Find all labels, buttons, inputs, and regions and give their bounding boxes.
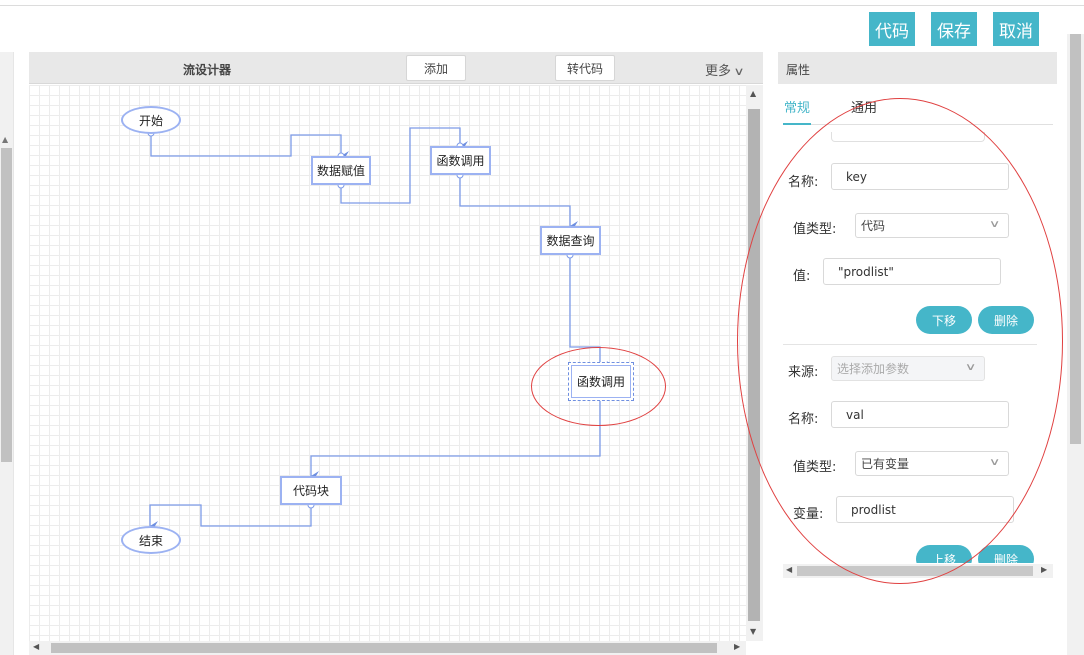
properties-panel: 属性 常规 通用 名称: key 值类型: 代码 ∨ 值: "prodlist"… (778, 52, 1057, 655)
node-assign[interactable]: 数据赋值 (311, 156, 371, 185)
designer-header: 流设计器 添加 转代码 更多∨ (29, 52, 763, 84)
source-placeholder: 选择添加参数 (837, 362, 910, 376)
scrollbar-thumb[interactable] (797, 566, 1033, 576)
value-type-select[interactable]: 代码 ∨ (855, 213, 1009, 238)
properties-horizontal-scrollbar[interactable]: ◀ ▶ (783, 564, 1053, 578)
name-label: 名称: (788, 175, 819, 190)
connector-start-assign (150, 133, 349, 161)
previous-field-edge (831, 132, 985, 142)
scroll-left-arrow-icon[interactable]: ◀ (786, 565, 793, 574)
scroll-right-arrow-icon[interactable]: ▶ (734, 642, 741, 651)
connector-assign-func1 (340, 127, 468, 204)
scroll-left-arrow-icon[interactable]: ◀ (33, 642, 40, 651)
chevron-down-icon: ∨ (733, 65, 745, 78)
flow-designer: 流设计器 添加 转代码 更多∨ (29, 52, 763, 655)
canvas-vertical-scrollbar[interactable]: ▲ ▼ (746, 85, 763, 641)
variable-input[interactable]: prodlist (836, 496, 1014, 523)
code-button[interactable]: 代码 (869, 12, 915, 46)
properties-title: 属性 (786, 63, 811, 77)
scroll-down-arrow-icon[interactable]: ▼ (750, 627, 757, 636)
chevron-down-icon: ∨ (988, 457, 1001, 468)
move-down-button[interactable]: 下移 (916, 306, 972, 334)
name-input[interactable]: key (831, 163, 1009, 190)
value-input[interactable]: "prodlist" (823, 258, 1001, 285)
scrollbar-thumb[interactable] (1, 148, 12, 462)
delete-button[interactable]: 删除 (978, 306, 1034, 334)
scroll-up-arrow-icon[interactable]: ▲ (750, 89, 757, 98)
node-query[interactable]: 数据查询 (540, 226, 601, 255)
value-type-select[interactable]: 已有变量 ∨ (855, 451, 1009, 476)
left-panel-scrollbar[interactable]: ▲ (0, 52, 14, 655)
top-divider (0, 5, 1084, 6)
page-vertical-scrollbar[interactable] (1067, 34, 1084, 655)
node-func-call-2-selected[interactable]: 函数调用 (568, 362, 634, 401)
connector-func2-codeblock (310, 397, 601, 481)
scroll-up-arrow-icon[interactable]: ▲ (2, 135, 9, 144)
flow-canvas[interactable]: 开始 数据赋值 函数调用 数据查询 函数调用 代码块 结束 (29, 85, 746, 641)
value-type-label: 值类型: (793, 222, 837, 237)
delete-button[interactable]: 删除 (978, 545, 1034, 563)
source-select[interactable]: 选择添加参数 ∨ (831, 356, 985, 381)
properties-header: 属性 (778, 52, 1057, 84)
value-type-label: 值类型: (793, 460, 837, 475)
chevron-down-icon: ∨ (964, 362, 977, 373)
scroll-right-arrow-icon[interactable]: ▶ (1041, 565, 1048, 574)
name-label: 名称: (788, 412, 819, 427)
node-end[interactable]: 结束 (121, 526, 181, 554)
scrollbar-thumb[interactable] (51, 643, 717, 653)
chevron-down-icon: ∨ (988, 219, 1001, 230)
more-label: 更多 (705, 64, 732, 79)
clipped-buttons-row: 上移 删除 (778, 542, 1057, 563)
tab-common[interactable]: 通用 (851, 101, 878, 116)
name-input[interactable]: val (831, 401, 1009, 428)
connector-func1-query (459, 175, 578, 231)
value-type-selected: 已有变量 (861, 457, 910, 471)
more-menu[interactable]: 更多∨ (705, 60, 745, 79)
item-divider (783, 344, 1037, 345)
move-up-button[interactable]: 上移 (916, 545, 972, 563)
source-label: 来源: (788, 365, 819, 380)
node-code-block[interactable]: 代码块 (280, 476, 342, 505)
value-label: 值: (793, 269, 811, 284)
scrollbar-thumb[interactable] (1070, 34, 1081, 444)
node-func-call-1[interactable]: 函数调用 (430, 146, 491, 175)
add-button[interactable]: 添加 (406, 55, 466, 81)
variable-label: 变量: (793, 507, 824, 522)
designer-title: 流设计器 (183, 63, 232, 77)
save-button[interactable]: 保存 (931, 12, 977, 46)
scrollbar-thumb[interactable] (748, 109, 760, 621)
value-type-selected: 代码 (861, 219, 886, 233)
to-code-button[interactable]: 转代码 (555, 55, 615, 81)
tab-bar-divider (783, 124, 1053, 125)
active-tab-indicator (783, 123, 811, 125)
tab-general[interactable]: 常规 (784, 101, 811, 116)
canvas-horizontal-scrollbar[interactable]: ◀ ▶ (29, 641, 746, 655)
node-start[interactable]: 开始 (121, 106, 181, 134)
cancel-button[interactable]: 取消 (993, 12, 1039, 46)
connector-layer (147, 127, 608, 531)
connector-codeblock-end (149, 504, 312, 531)
connector-query-func2 (569, 255, 608, 371)
